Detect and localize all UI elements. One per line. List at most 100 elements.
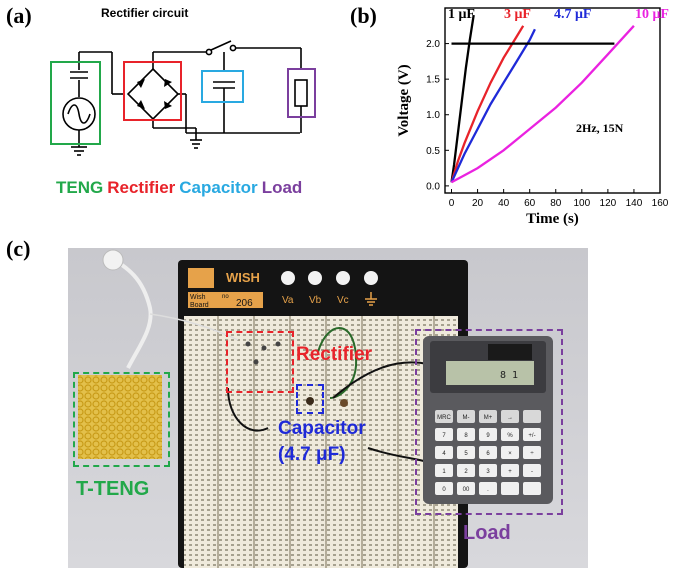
- calculator-key-label: +: [508, 469, 512, 475]
- calculator-key-label: →: [507, 415, 513, 421]
- calculator-key: [479, 410, 497, 423]
- load-resistor-symbol: [294, 79, 308, 133]
- wire-black-2: [227, 387, 269, 432]
- legend-rectifier: Rectifier: [107, 178, 176, 197]
- calculator-key-label: +/-: [528, 433, 535, 439]
- x-tick-label: 20: [472, 198, 484, 209]
- rectifier-box: [123, 61, 182, 121]
- board-model-number: 206: [236, 298, 253, 309]
- schematic-legend: TENG Rectifier Capacitor Load: [56, 178, 302, 198]
- calculator-key: [523, 410, 541, 423]
- series-line-3: [450, 25, 635, 184]
- board-model-line1: Wish: [190, 294, 206, 301]
- calculator-key-label: 0: [442, 487, 446, 493]
- calculator-key-label: -: [531, 469, 533, 475]
- y-tick-label: 1.0: [426, 110, 440, 121]
- legend-capacitor: Capacitor: [179, 178, 258, 197]
- capacitor-highlight-box: [296, 384, 324, 414]
- calculator-key-label: 5: [464, 451, 468, 457]
- load-highlight-box: [415, 329, 563, 515]
- diode-bridge-symbol: [126, 52, 300, 149]
- legend-teng: TENG: [56, 178, 104, 197]
- tteng-label: T-TENG: [76, 478, 150, 500]
- calculator-key: [435, 428, 453, 441]
- calculator-key-label: 3: [486, 469, 490, 475]
- teng-cable: [106, 254, 153, 369]
- capacitor-label: Capacitor: [278, 418, 366, 439]
- calculator-key-label: MRC: [437, 415, 451, 421]
- load-label: Load: [463, 522, 511, 544]
- terminal-va: Va: [282, 295, 294, 306]
- x-tick-label: 100: [573, 198, 590, 209]
- calculator-key: [479, 482, 497, 495]
- calculator-key: [523, 446, 541, 459]
- calculator-key: [479, 464, 497, 477]
- calculator-key: [457, 428, 475, 441]
- panel-c-label: (c): [6, 236, 31, 261]
- series-label-2: 4.7 μF: [554, 7, 592, 22]
- calculator-key: [501, 446, 519, 459]
- calculator-key-label: %: [507, 433, 513, 439]
- tteng-highlight-box: [73, 372, 170, 467]
- calculator-readout: 8 1: [500, 370, 518, 381]
- x-tick-label: 120: [600, 198, 617, 209]
- wire-black-3: [332, 361, 429, 399]
- series-label-0: 1 μF: [448, 7, 475, 22]
- calculator-key-label: 6: [486, 451, 490, 457]
- calculator-key: [457, 446, 475, 459]
- x-tick-label: 0: [449, 198, 455, 209]
- ground-symbol: [365, 292, 377, 306]
- series-label-1: 3 μF: [504, 7, 531, 22]
- y-tick-label: 1.5: [426, 75, 440, 86]
- calculator-key: [435, 446, 453, 459]
- calculator-key-label: 8: [464, 433, 468, 439]
- series-line-0: [450, 14, 475, 183]
- calculator-key-label: M-: [463, 415, 470, 421]
- x-tick-label: 40: [498, 198, 510, 209]
- calculator-key-label: ÷: [530, 451, 534, 457]
- calculator-key-label: 2: [464, 469, 468, 475]
- calculator-key-label: 7: [442, 433, 446, 439]
- calculator-key-label: .: [487, 487, 489, 493]
- calculator-key: [435, 464, 453, 477]
- y-tick-label: 0.0: [426, 181, 440, 192]
- teng-source-symbol: [62, 51, 124, 156]
- switch-symbol: [153, 40, 302, 70]
- calculator-key: [479, 428, 497, 441]
- calculator-key: [501, 482, 519, 495]
- capacitor-box: [201, 70, 244, 103]
- panel-b-label: (b): [350, 3, 377, 28]
- calculator-key: [479, 446, 497, 459]
- calculator-key-label: 9: [486, 433, 490, 439]
- calculator-key: [501, 464, 519, 477]
- wire-black-1: [149, 313, 239, 341]
- panel-a-label: (a): [6, 3, 32, 28]
- rectifier-schematic: [50, 40, 316, 156]
- calculator-key: [501, 410, 519, 423]
- calculator-key: [457, 410, 475, 423]
- series-line-2: [450, 28, 536, 183]
- chart-annotation: 2Hz, 15N: [576, 121, 624, 135]
- calculator-screen: [446, 361, 534, 385]
- calculator-key: [501, 428, 519, 441]
- calculator-key: [435, 410, 453, 423]
- series-label-3: 10 μF: [635, 7, 669, 22]
- x-tick-label: 80: [550, 198, 562, 209]
- board-model-line2: Board: [190, 302, 209, 309]
- x-tick-label: 140: [626, 198, 643, 209]
- y-tick-label: 0.5: [426, 146, 440, 157]
- calculator-key: [457, 482, 475, 495]
- legend-load: Load: [261, 178, 303, 197]
- calculator-key-label: 4: [442, 451, 446, 457]
- teng-box: [50, 61, 101, 145]
- terminal-vc: Vc: [337, 295, 349, 306]
- calculator-key-label: ×: [508, 451, 512, 457]
- x-tick-label: 60: [524, 198, 536, 209]
- load-box: [287, 68, 316, 118]
- diode-arrows: [137, 79, 172, 109]
- rectifier-highlight-box: [226, 331, 294, 393]
- x-axis-label: Time (s): [526, 211, 579, 227]
- y-tick-label: 2.0: [426, 39, 440, 50]
